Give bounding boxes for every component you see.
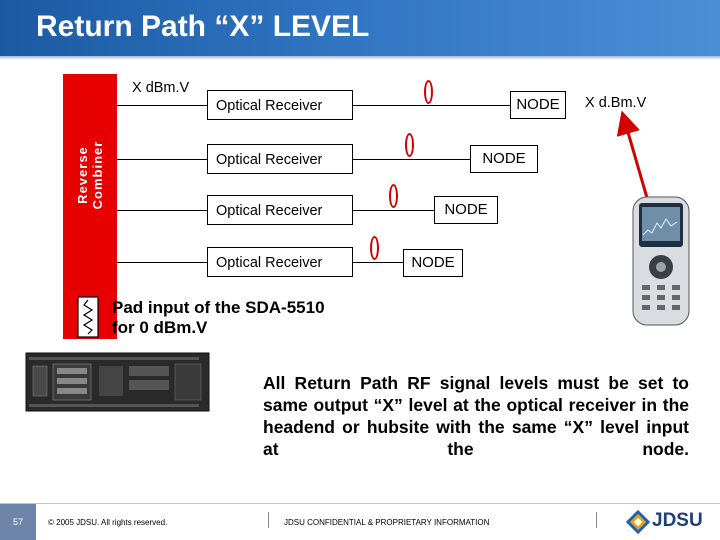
combiner-level-label: X dBm.V xyxy=(132,80,190,96)
node-1: NODE xyxy=(510,91,566,119)
node-4: NODE xyxy=(403,249,463,277)
confidential-text: JDSU CONFIDENTIAL & PROPRIETARY INFORMAT… xyxy=(284,518,490,527)
combiner-label-line1: Reverse xyxy=(75,146,90,204)
fiber-line-4 xyxy=(353,262,403,263)
page-number: 57 xyxy=(0,504,36,540)
optical-receiver-3: Optical Receiver xyxy=(207,195,353,225)
optical-receiver-2: Optical Receiver xyxy=(207,144,353,174)
node-3: NODE xyxy=(434,196,498,224)
attenuator-icon xyxy=(77,296,99,338)
fiber-line-2 xyxy=(353,159,470,160)
fiber-coil-icon xyxy=(424,80,433,104)
node-level-label: X d.Bm.V xyxy=(585,95,647,111)
jdsu-logo-icon xyxy=(626,510,650,534)
pad-note-line2: for 0 dBm.V xyxy=(112,318,208,337)
field-meter-icon xyxy=(632,196,690,326)
pad-note-line1: Pad input of the SDA-5510 xyxy=(112,298,325,317)
footer-separator xyxy=(268,512,269,528)
page-title: Return Path “X” LEVEL xyxy=(36,10,370,43)
combiner-label-line2: Combiner xyxy=(90,140,105,210)
jdsu-logo-text: JDSU xyxy=(652,510,703,531)
footer-divider xyxy=(0,503,720,504)
pad-note: Pad input of the SDA-5510 for 0 dBm.V xyxy=(112,298,325,338)
reverse-combiner xyxy=(63,74,117,339)
optical-receiver-4: Optical Receiver xyxy=(207,247,353,277)
fiber-coil-icon xyxy=(389,184,398,208)
footer-separator xyxy=(596,512,597,528)
title-bar xyxy=(0,0,720,56)
fiber-coil-icon xyxy=(405,133,414,157)
combiner-line-1 xyxy=(117,105,207,106)
fiber-line-3 xyxy=(353,210,434,211)
fiber-coil-icon xyxy=(370,236,379,260)
fiber-line-1 xyxy=(353,105,510,106)
rack-unit-icon xyxy=(25,352,210,412)
copyright-text: © 2005 JDSU. All rights reserved. xyxy=(48,518,168,527)
combiner-line-3 xyxy=(117,210,207,211)
title-bar-shadow xyxy=(0,56,720,60)
combiner-line-4 xyxy=(117,262,207,263)
node-2: NODE xyxy=(470,145,538,173)
main-description: All Return Path RF signal levels must be… xyxy=(263,373,689,459)
optical-receiver-1: Optical Receiver xyxy=(207,90,353,120)
combiner-line-2 xyxy=(117,159,207,160)
